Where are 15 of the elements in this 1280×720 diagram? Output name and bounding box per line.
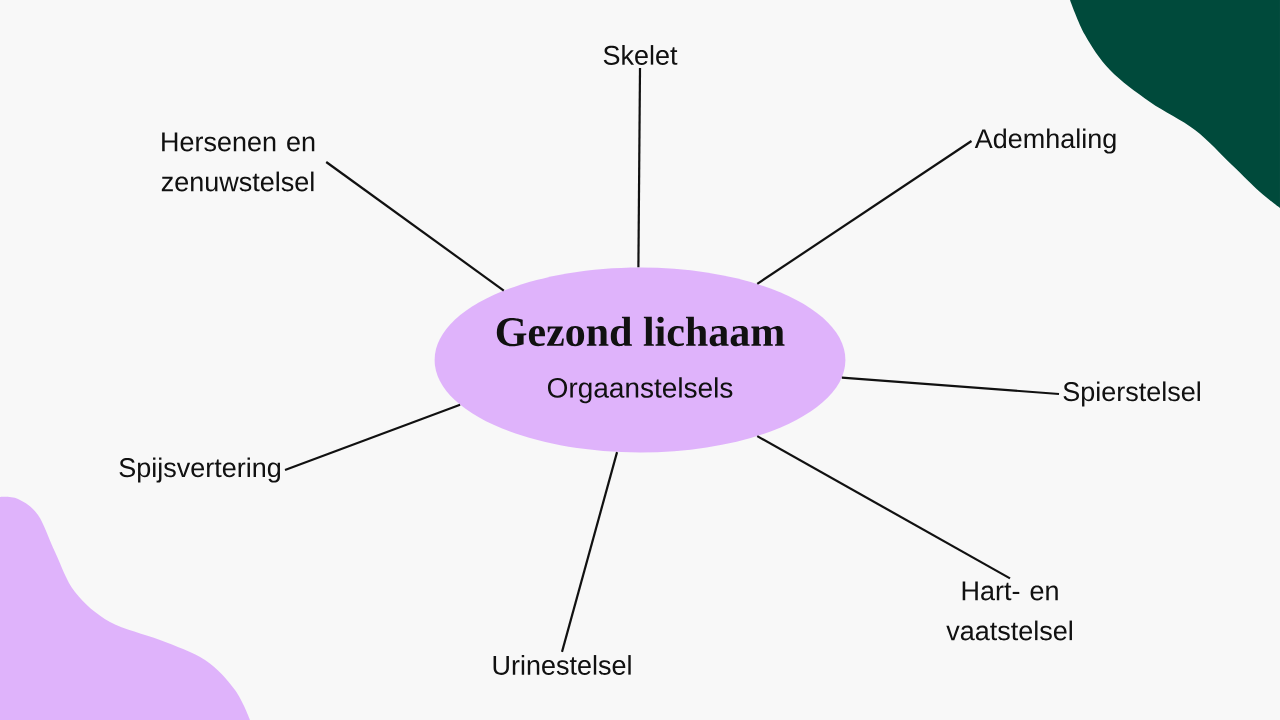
topic-label: Spierstelsel xyxy=(1063,381,1200,407)
topic-label: Hersenen en zenuwstelsel xyxy=(161,132,315,192)
topic-label: Skelet xyxy=(603,45,678,65)
connector-line xyxy=(637,68,642,268)
connector-line xyxy=(560,451,619,653)
topic-label: Ademhaling xyxy=(974,128,1116,154)
topic-label: Urinestelsel xyxy=(493,655,631,675)
topic-label: Spijsvertering xyxy=(119,457,281,483)
ellipse-node: Gezond lichaam Orgaanstelsels xyxy=(434,267,846,453)
connector-line xyxy=(841,376,1060,396)
topic-label: Hart- en vaatstelsel xyxy=(946,581,1072,641)
connector-line xyxy=(325,161,505,292)
connector-line xyxy=(756,140,973,285)
connector-line xyxy=(284,403,461,472)
connector-line xyxy=(756,435,1011,580)
